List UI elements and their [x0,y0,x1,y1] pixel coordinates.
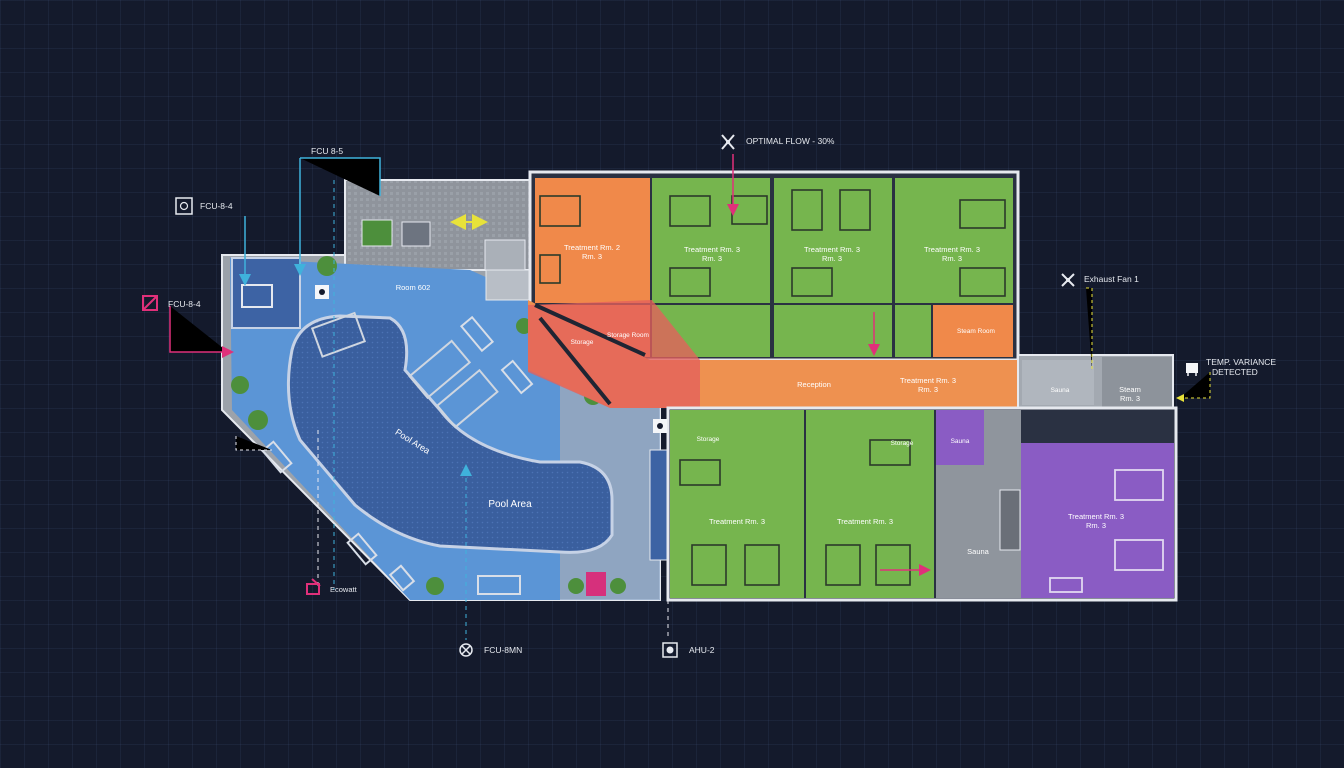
sauna-label: Sauna [967,547,990,556]
sensor-icon[interactable] [315,285,329,299]
fcu-8mn-label: FCU-8MN [484,645,522,655]
spa-tub [231,257,301,329]
callout-labels: OPTIMAL FLOW - 30% FCU 8-5 FCU-8-4 FCU-8… [168,136,1276,655]
corridor-treatment-sub: Rm. 3 [918,385,938,394]
ahu-2-label: AHU-2 [689,645,715,655]
treatment-room-3b [774,178,892,303]
fcu-8mn-icon[interactable] [459,643,473,657]
treatment-lower-a-label: Treatment Rm. 3 [709,517,765,526]
optimal-flow-label: OPTIMAL FLOW - 30% [746,136,835,146]
sensor-icon-2[interactable] [653,419,667,433]
treatment-2-label: Treatment Rm. 2 [564,243,620,252]
treatment-3c-sub: Rm. 3 [942,254,962,263]
reception-corridor [528,300,1018,408]
temp-detected-label: DETECTED [1212,367,1258,377]
steam-room [933,305,1013,357]
ecowatt-label: Ecowatt [330,585,358,594]
treatment-2-sub: Rm. 3 [582,252,602,261]
duct-lines [169,154,1211,640]
storage-room-label: Storage Room [607,332,649,339]
steam-sub: Rm. 3 [1120,394,1140,403]
magenta-marker [586,572,606,596]
reception-label: Reception [797,380,831,389]
steam-room-label: Steam Room [957,328,995,335]
ahu-icon[interactable] [662,642,678,658]
storage-1-label: Storage [697,436,720,443]
treatment-3b-sub: Rm. 3 [822,254,842,263]
treatment-3a-label: Treatment Rm. 3 [684,245,740,254]
loungers [261,315,534,595]
treatment-room-3c [895,178,1013,303]
fcu-unit-icon[interactable] [175,197,193,215]
treatment-room-lower-a [670,410,804,598]
treatment-lower-b-label: Treatment Rm. 3 [837,517,893,526]
treatment-3c-label: Treatment Rm. 3 [924,245,980,254]
lower-treatment-row [666,406,1178,602]
alert-unit-icon[interactable] [142,295,158,311]
thermometer-icon[interactable] [1186,363,1198,376]
treatment-beds-upper [539,189,1006,297]
swimming-pool [286,314,614,554]
storage-label: Storage [571,339,594,346]
corridor-treatment-label: Treatment Rm. 3 [900,376,956,385]
fcu-84-label: FCU-8-4 [200,201,233,211]
fcu-85-label: FCU 8-5 [311,146,343,156]
sauna-tiny-label: Sauna [951,438,970,445]
treatment-purple-label: Treatment Rm. 3 [1068,512,1124,521]
exhaust-fan-label: Exhaust Fan 1 [1084,274,1139,284]
fan-icon[interactable] [721,134,735,150]
ecowatt-icon[interactable] [306,578,321,595]
room-602-label: Room 602 [396,283,431,292]
sauna-small-label: Sauna [1051,387,1070,394]
treatment-beds-lower [679,439,911,586]
hot-zone [528,300,700,408]
pool-area-label: Pool Area [488,499,532,510]
pool-steps [310,311,499,429]
exhaust-fan-icon[interactable] [1061,273,1075,287]
treatment-3a-sub: Rm. 3 [702,254,722,263]
treatment-room-purple [1021,443,1174,598]
steam-label: Steam [1119,385,1141,394]
treatment-purple-sub: Rm. 3 [1086,521,1106,530]
treatment-3b-label: Treatment Rm. 3 [804,245,860,254]
treatment-room-3a [652,178,770,303]
temp-variance-label: TEMP. VARIANCE [1206,357,1276,367]
service-equipment [361,219,669,561]
storage-2-label: Storage [891,440,914,447]
fcu-84-alert-label: FCU-8-4 [168,299,201,309]
treatment-room-2 [535,178,650,303]
